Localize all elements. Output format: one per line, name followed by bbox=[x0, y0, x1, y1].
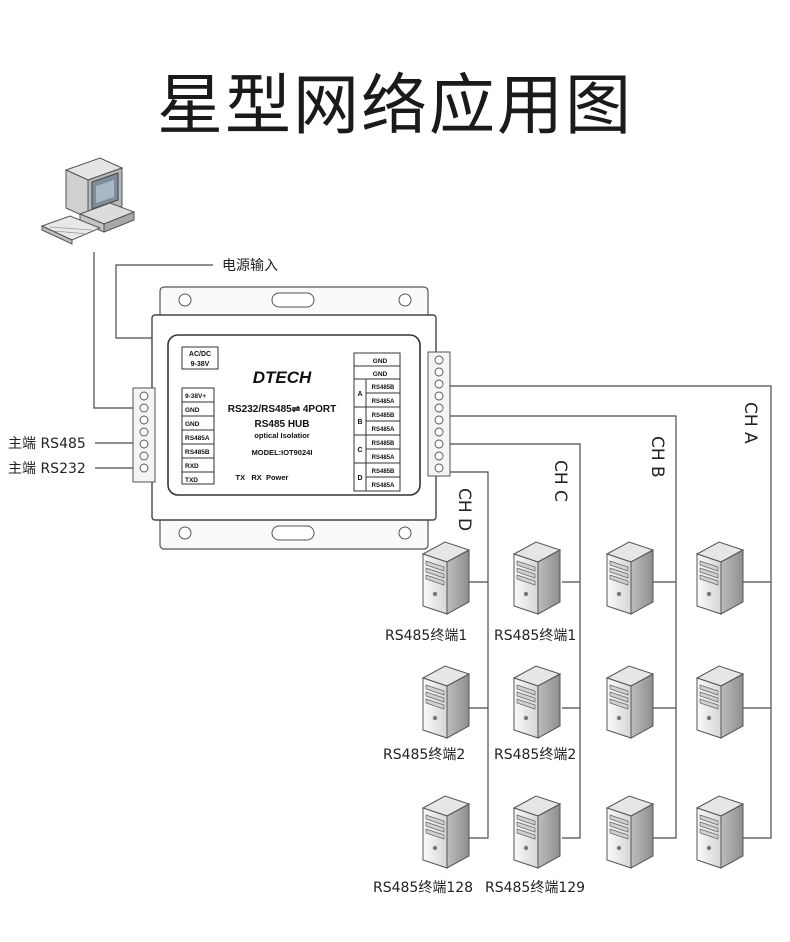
port-b-letter: B bbox=[357, 419, 362, 426]
terminal-label: GND bbox=[185, 407, 200, 414]
server-icon bbox=[513, 795, 561, 869]
server-icon bbox=[696, 795, 744, 869]
terminal-c3-label: RS485终端129 bbox=[485, 880, 585, 896]
terminal-label: RXD bbox=[185, 463, 199, 470]
device-heading: RS232/RS485⇌ 4PORT bbox=[228, 404, 336, 415]
port-a-a: RS485A bbox=[372, 399, 395, 405]
channel-label-b: CH B bbox=[647, 436, 667, 478]
device-model-line1: RS485 HUB bbox=[254, 419, 309, 430]
master-rs232-label: 主端 RS232 bbox=[8, 461, 86, 477]
terminal-d3-label: RS485终端128 bbox=[373, 880, 473, 896]
device-model-line2: optical Isolatior bbox=[254, 431, 310, 440]
port-c-a: RS485A bbox=[372, 455, 395, 461]
gnd-label: GND bbox=[373, 371, 388, 378]
terminal-d1-label: RS485终端1 bbox=[385, 628, 467, 644]
server-icon bbox=[513, 665, 561, 739]
port-d-a: RS485A bbox=[372, 483, 395, 489]
rs485-hub-device: AC/DC 9-38V 9-38V+ GND GND RS485A RS485B… bbox=[132, 286, 451, 550]
port-a-b: RS485B bbox=[372, 385, 395, 391]
server-icon bbox=[422, 665, 470, 739]
server-icon bbox=[606, 795, 654, 869]
server-icon bbox=[513, 541, 561, 615]
port-c-letter: C bbox=[357, 447, 362, 454]
gnd-label: GND bbox=[373, 358, 388, 365]
port-b-a: RS485A bbox=[372, 427, 395, 433]
port-a-letter: A bbox=[357, 391, 362, 398]
server-icon bbox=[606, 665, 654, 739]
power-block-line1: AC/DC bbox=[189, 351, 211, 358]
terminal-label: RS485A bbox=[185, 435, 210, 442]
server-icon bbox=[696, 665, 744, 739]
terminal-label: 9-38V+ bbox=[185, 393, 206, 400]
terminal-label: TXD bbox=[185, 477, 198, 484]
port-d-letter: D bbox=[357, 475, 362, 482]
computer-link bbox=[93, 252, 133, 409]
device-leds: TX RX Power bbox=[236, 473, 289, 482]
channel-label-d: CH D bbox=[454, 488, 474, 531]
terminal-d2-label: RS485终端2 bbox=[383, 747, 465, 763]
channel-wiring bbox=[450, 385, 772, 839]
terminal-label: RS485B bbox=[185, 449, 210, 456]
terminal-label: GND bbox=[185, 421, 200, 428]
server-icon bbox=[696, 541, 744, 615]
power-block-line2: 9-38V bbox=[191, 361, 210, 368]
server-icon bbox=[422, 795, 470, 869]
terminal-c1-label: RS485终端1 bbox=[494, 628, 576, 644]
master-rs485-label: 主端 RS485 bbox=[8, 436, 86, 452]
power-input-label: 电源输入 bbox=[222, 258, 278, 274]
server-icon bbox=[422, 541, 470, 615]
brand-logo: DTECH bbox=[253, 368, 312, 387]
channel-label-a: CH A bbox=[740, 402, 760, 444]
port-d-b: RS485B bbox=[372, 469, 395, 475]
channel-label-c: CH C bbox=[550, 460, 570, 502]
power-line bbox=[115, 264, 213, 339]
port-c-b: RS485B bbox=[372, 441, 395, 447]
device-model: MODEL:IOT9024I bbox=[252, 448, 313, 457]
computer-icon bbox=[40, 157, 136, 245]
page-title: 星型网络应用图 bbox=[157, 67, 633, 144]
server-icon bbox=[606, 541, 654, 615]
port-b-b: RS485B bbox=[372, 413, 395, 419]
terminal-c2-label: RS485终端2 bbox=[494, 747, 576, 763]
